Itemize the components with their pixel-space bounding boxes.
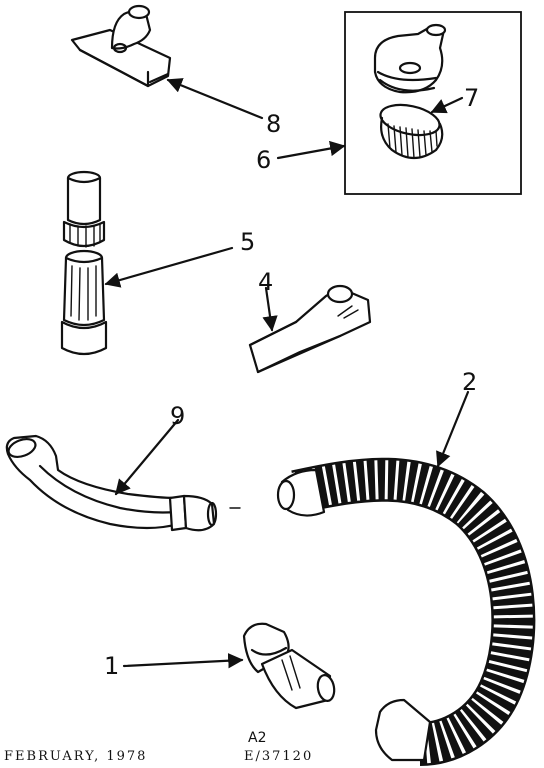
drawing-code: E/37120: [244, 749, 313, 764]
callout-8: 8: [266, 110, 281, 138]
leader-1: [122, 653, 244, 669]
part-6-group-box: [344, 11, 522, 195]
callout-4: 4: [258, 268, 273, 296]
callout-5: 5: [240, 228, 255, 256]
part-2-flexible-hose: [276, 457, 536, 766]
callout-2: 2: [462, 368, 477, 396]
leader-2: [436, 390, 470, 468]
callout-1: 1: [104, 652, 119, 680]
part-1-hose-coupling: [242, 622, 336, 710]
leader-9: [114, 418, 180, 496]
part-5-extension-wand: [60, 170, 108, 356]
leader-6: [276, 140, 346, 160]
revision-date: FEBRUARY, 1978: [4, 749, 147, 764]
leader-4: [262, 286, 278, 332]
part-6-dusting-brush-head: [373, 23, 447, 94]
leader-8: [166, 78, 264, 120]
leader-7: [430, 96, 464, 114]
leader-5: [104, 246, 234, 288]
part-9-curved-wand: [5, 434, 218, 532]
callout-9: 9: [170, 402, 185, 430]
part-7-brush-insert: [379, 103, 444, 160]
part-8-upholstery-nozzle: [70, 4, 172, 88]
callout-6: 6: [256, 146, 271, 174]
part-4-crevice-tool: [248, 284, 372, 374]
sheet-number: A2: [248, 730, 266, 746]
callout-7: 7: [464, 84, 479, 112]
